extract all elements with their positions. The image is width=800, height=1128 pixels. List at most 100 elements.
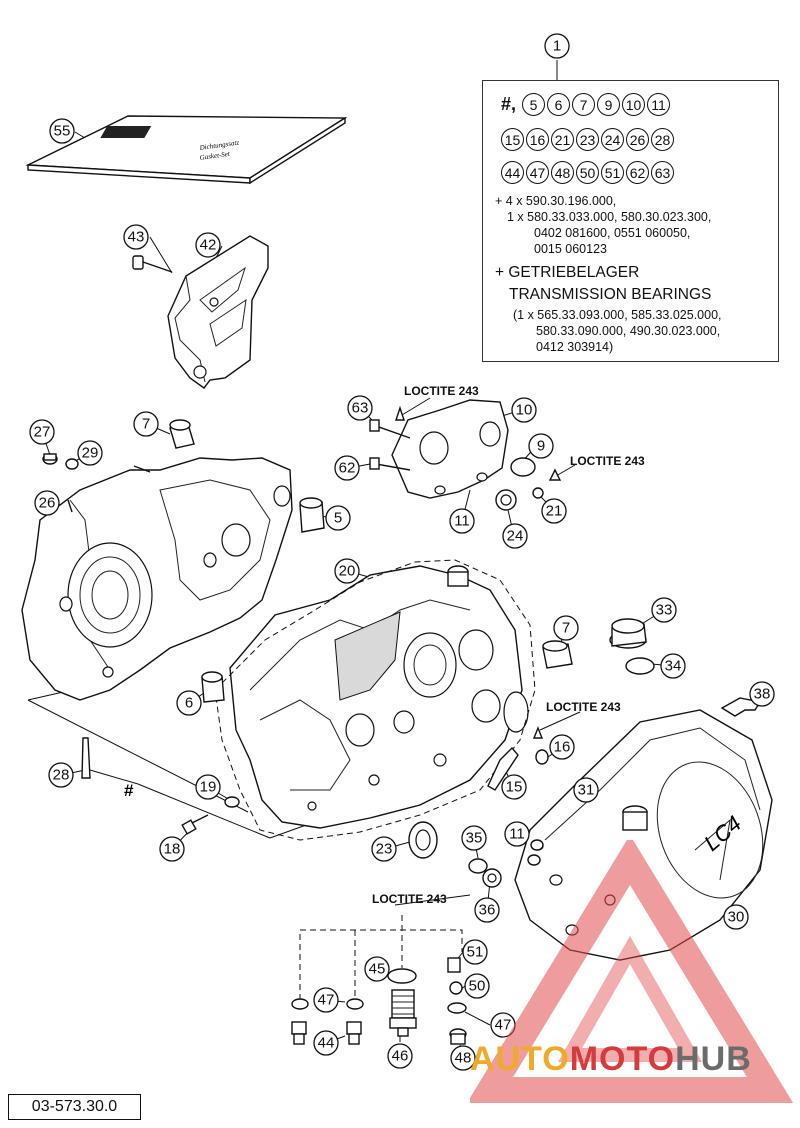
kit-ref: 47 xyxy=(526,161,549,184)
svg-text:43: 43 xyxy=(128,229,145,246)
callout-42: 42 xyxy=(195,232,221,258)
svg-text:29: 29 xyxy=(82,445,99,462)
kit-bearing-line-1: (1 x 565.33.093.000, 585.33.025.000, xyxy=(513,308,722,322)
kit-ref: 21 xyxy=(551,128,574,151)
svg-text:6: 6 xyxy=(185,695,193,712)
callout-6: 6 xyxy=(176,690,202,716)
svg-text:9: 9 xyxy=(537,438,545,455)
kit-row-3: 44 47 48 50 51 62 63 xyxy=(501,161,674,184)
svg-text:10: 10 xyxy=(516,402,533,419)
watermark-moto: MOTO xyxy=(569,1040,676,1078)
callout-15: 15 xyxy=(501,774,527,800)
svg-text:7: 7 xyxy=(142,416,150,433)
callout-43: 43 xyxy=(123,224,149,250)
callout-62: 62 xyxy=(334,455,360,481)
svg-text:44: 44 xyxy=(318,1035,335,1052)
callout-35: 35 xyxy=(461,825,487,851)
svg-text:42: 42 xyxy=(200,237,217,254)
svg-text:45: 45 xyxy=(369,961,386,978)
callout-11a: 11 xyxy=(449,508,475,534)
svg-text:38: 38 xyxy=(754,686,771,703)
drain-group xyxy=(291,957,467,1045)
kit-bearing-line-3: 0412 303914) xyxy=(536,340,614,354)
kit-ref: 7 xyxy=(572,93,596,116)
callout-1: 1 xyxy=(544,33,570,59)
callout-33: 33 xyxy=(651,597,677,623)
kit-heading-de: + GETRIEBELAGER xyxy=(495,264,640,281)
case-bolts xyxy=(181,796,240,835)
kit-bearing-line-2: 580.33.090.000, 490.30.023.000, xyxy=(536,324,721,338)
loctite-label-3: LOCTITE 243 xyxy=(546,700,621,714)
kit-parts-line-4: 0015 060123 xyxy=(534,242,607,256)
kit-ref: 10 xyxy=(622,93,646,116)
bearing-bracket xyxy=(369,399,562,511)
svg-text:50: 50 xyxy=(469,978,486,995)
kit-ref: 62 xyxy=(626,161,649,184)
kit-ref: 6 xyxy=(547,93,571,116)
kit-hash-label: #, xyxy=(501,94,517,114)
svg-text:51: 51 xyxy=(467,944,484,961)
kit-ref: 16 xyxy=(526,128,549,151)
kit-ref: 51 xyxy=(601,161,624,184)
kit-ref: 11 xyxy=(647,93,671,116)
svg-text:20: 20 xyxy=(339,563,356,580)
svg-text:47: 47 xyxy=(318,992,335,1009)
callout-24: 24 xyxy=(502,523,528,549)
callout-63: 63 xyxy=(347,395,373,421)
callout-50: 50 xyxy=(464,973,490,999)
watermark-text: AUTOMOTOHUB xyxy=(470,1040,752,1079)
svg-text:26: 26 xyxy=(39,495,56,512)
callout-31: 31 xyxy=(573,777,599,803)
left-crankcase xyxy=(21,457,293,701)
svg-text:15: 15 xyxy=(506,779,523,796)
callout-16: 16 xyxy=(549,734,575,760)
callout-26: 26 xyxy=(34,490,60,516)
callout-38: 38 xyxy=(749,681,775,707)
kit-ref: 44 xyxy=(501,161,524,184)
kit-parts-line-3: 0402 081600, 0551 060050, xyxy=(534,226,691,240)
kit-ref: 5 xyxy=(522,93,546,116)
svg-text:46: 46 xyxy=(392,1048,409,1065)
kit-parts-line-1: + 4 x 590.30.196.000, xyxy=(495,194,617,208)
bushings xyxy=(169,419,573,703)
callout-55: 55 xyxy=(49,118,75,144)
svg-text:34: 34 xyxy=(665,658,682,675)
loctite-labels: LOCTITE 243 LOCTITE 243 LOCTITE 243 LOCT… xyxy=(372,384,645,906)
svg-text:30: 30 xyxy=(728,909,745,926)
svg-text:55: 55 xyxy=(54,123,71,140)
document-number: 03-573.30.0 xyxy=(8,1094,141,1120)
svg-text:19: 19 xyxy=(200,779,217,796)
svg-text:11: 11 xyxy=(509,826,525,843)
svg-text:33: 33 xyxy=(656,602,673,619)
callout-45: 45 xyxy=(364,956,390,982)
svg-text:62: 62 xyxy=(339,460,356,477)
callout-51: 51 xyxy=(462,939,488,965)
callout-46: 46 xyxy=(387,1043,413,1069)
callout-23: 23 xyxy=(371,836,397,862)
svg-text:16: 16 xyxy=(554,739,571,756)
oil-filler-plug xyxy=(609,618,655,675)
svg-text:27: 27 xyxy=(34,424,51,441)
callout-27: 27 xyxy=(29,419,55,445)
svg-text:5: 5 xyxy=(334,510,342,527)
kit-ref: 23 xyxy=(576,128,599,151)
kit-row-2: 15 16 21 23 24 26 28 xyxy=(501,128,674,151)
callout-20: 20 xyxy=(334,558,360,584)
callout-10: 10 xyxy=(511,397,537,423)
loctite-label-2: LOCTITE 243 xyxy=(570,454,645,468)
callout-48: 48 xyxy=(450,1045,476,1071)
svg-text:23: 23 xyxy=(376,841,393,858)
callout-21: 21 xyxy=(541,498,567,524)
callout-34: 34 xyxy=(660,653,686,679)
gasket-kit-card: Dichtungssatz Gasket-Set xyxy=(25,115,348,185)
kit-ref: 63 xyxy=(651,161,674,184)
callout-47b: 47 xyxy=(490,1012,516,1038)
loctite-label-1: LOCTITE 243 xyxy=(404,384,479,398)
shaft-seals xyxy=(408,821,502,888)
drain-group-frame xyxy=(299,915,463,1000)
loctite-label-4: LOCTITE 243 xyxy=(372,892,447,906)
hash-label: # xyxy=(124,781,134,800)
callout-7b: 7 xyxy=(553,615,579,641)
svg-text:18: 18 xyxy=(164,841,181,858)
svg-text:1: 1 xyxy=(553,38,561,55)
